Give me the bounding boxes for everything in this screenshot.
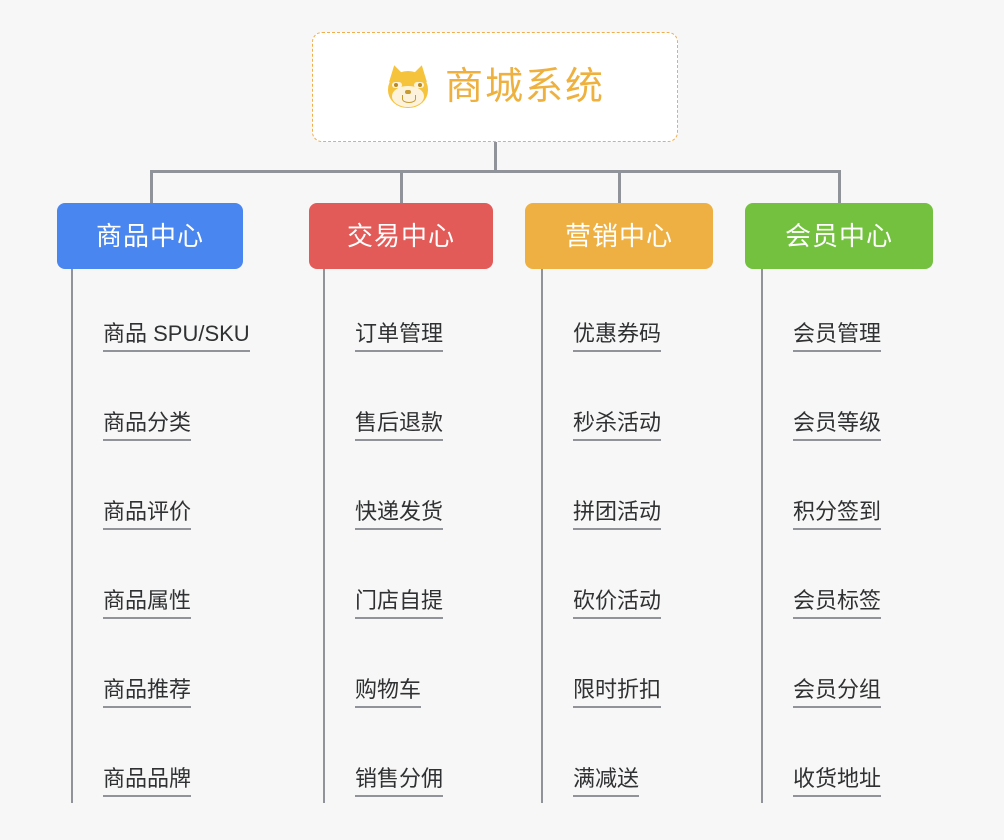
leaf-item-label: 商品分类 — [103, 409, 192, 435]
leaf-item[interactable]: 商品属性 — [73, 536, 281, 625]
leaf-item[interactable]: 会员分组 — [763, 625, 951, 714]
category-label: 交易中心 — [346, 221, 455, 251]
leaf-item-label: 会员分组 — [793, 676, 882, 702]
connector-drop-category-2 — [618, 170, 621, 203]
leaf-item[interactable]: 拼团活动 — [543, 447, 731, 536]
connector-root-stem — [494, 142, 497, 173]
connector-horizontal-bus — [150, 170, 840, 173]
connector-drop-category-0 — [150, 170, 153, 203]
connector-drop-category-1 — [400, 170, 403, 203]
leaf-item[interactable]: 收货地址 — [763, 714, 951, 803]
connector-drop-category-3 — [838, 170, 841, 203]
leaf-item[interactable]: 商品 SPU/SKU — [73, 269, 281, 358]
category-node-product[interactable]: 商品中心 — [57, 203, 243, 269]
leaf-item[interactable]: 会员等级 — [763, 358, 951, 447]
leaf-item-label: 会员管理 — [793, 320, 882, 346]
leaf-item[interactable]: 限时折扣 — [543, 625, 731, 714]
leaf-item-label: 售后退款 — [355, 409, 444, 435]
leaf-item-label: 收货地址 — [793, 765, 882, 791]
leaf-item[interactable]: 砍价活动 — [543, 536, 731, 625]
leaf-item[interactable]: 售后退款 — [325, 358, 523, 447]
leaf-item-label: 满减送 — [573, 765, 640, 791]
shiba-dog-icon — [385, 63, 431, 110]
category-node-member[interactable]: 会员中心 — [745, 203, 933, 269]
leaf-item[interactable]: 门店自提 — [325, 536, 523, 625]
category-label: 营销中心 — [564, 221, 673, 251]
leaf-item-label: 会员标签 — [793, 587, 882, 613]
leaf-column-product: 商品 SPU/SKU 商品分类 商品评价 商品属性 商品推荐 商品品牌 — [71, 269, 281, 803]
leaf-item-label: 优惠券码 — [573, 320, 662, 346]
leaf-item-label: 购物车 — [355, 676, 422, 702]
leaf-item-label: 门店自提 — [355, 587, 444, 613]
leaf-item[interactable]: 购物车 — [325, 625, 523, 714]
leaf-item-label: 商品品牌 — [103, 765, 192, 791]
root-node-label: 商城系统 — [444, 66, 605, 108]
leaf-item-label: 商品推荐 — [103, 676, 192, 702]
leaf-item[interactable]: 商品品牌 — [73, 714, 281, 803]
leaf-item-label: 销售分佣 — [355, 765, 444, 791]
leaf-item[interactable]: 秒杀活动 — [543, 358, 731, 447]
leaf-item-label: 拼团活动 — [573, 498, 662, 524]
leaf-item-label: 商品评价 — [103, 498, 192, 524]
leaf-column-marketing: 优惠券码 秒杀活动 拼团活动 砍价活动 限时折扣 满减送 — [541, 269, 731, 803]
leaf-item-label: 秒杀活动 — [573, 409, 662, 435]
leaf-item-label: 快递发货 — [355, 498, 444, 524]
leaf-column-member: 会员管理 会员等级 积分签到 会员标签 会员分组 收货地址 — [761, 269, 951, 803]
leaf-item[interactable]: 会员管理 — [763, 269, 951, 358]
leaf-item[interactable]: 订单管理 — [325, 269, 523, 358]
leaf-item-label: 限时折扣 — [573, 676, 662, 702]
category-label: 会员中心 — [784, 221, 893, 251]
leaf-item-label: 商品属性 — [103, 587, 192, 613]
leaf-item[interactable]: 优惠券码 — [543, 269, 731, 358]
leaf-item[interactable]: 会员标签 — [763, 536, 951, 625]
leaf-column-trade: 订单管理 售后退款 快递发货 门店自提 购物车 销售分佣 — [323, 269, 523, 803]
leaf-item[interactable]: 商品评价 — [73, 447, 281, 536]
leaf-item[interactable]: 销售分佣 — [325, 714, 523, 803]
leaf-item[interactable]: 快递发货 — [325, 447, 523, 536]
leaf-item-label: 订单管理 — [355, 320, 444, 346]
leaf-item-label: 会员等级 — [793, 409, 882, 435]
category-node-trade[interactable]: 交易中心 — [309, 203, 493, 269]
leaf-item-label: 积分签到 — [793, 498, 882, 524]
leaf-item[interactable]: 积分签到 — [763, 447, 951, 536]
leaf-item-label: 砍价活动 — [573, 587, 662, 613]
leaf-item[interactable]: 商品分类 — [73, 358, 281, 447]
root-node[interactable]: 商城系统 — [312, 32, 678, 142]
leaf-item[interactable]: 商品推荐 — [73, 625, 281, 714]
category-label: 商品中心 — [95, 221, 204, 251]
leaf-item[interactable]: 满减送 — [543, 714, 731, 803]
category-node-marketing[interactable]: 营销中心 — [525, 203, 713, 269]
leaf-item-label: 商品 SPU/SKU — [103, 320, 250, 346]
